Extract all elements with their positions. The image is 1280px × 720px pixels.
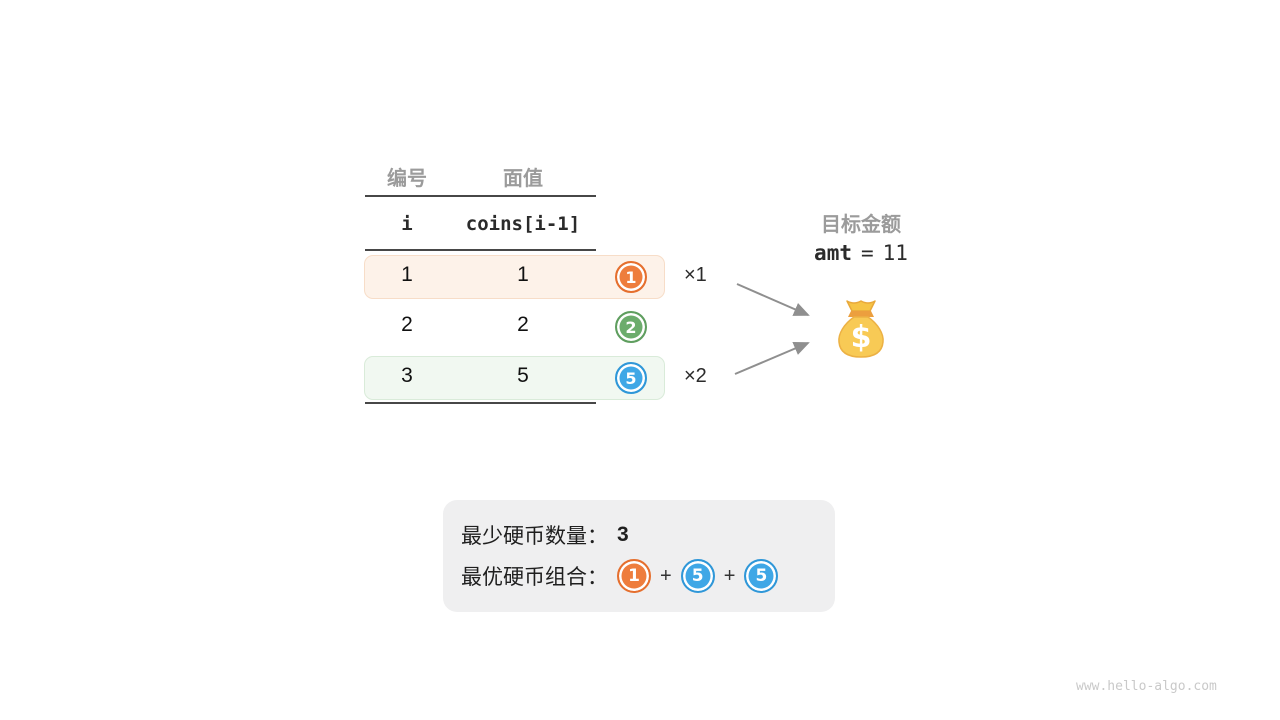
row-highlight-coin1 (364, 255, 665, 299)
watermark: www.hello-algo.com (1076, 679, 1217, 694)
plus-sign: + (723, 564, 736, 587)
coin-2-icon: 2 (615, 311, 647, 343)
plus-sign: + (660, 564, 672, 587)
arrow-coin1-icon (736, 283, 810, 316)
result-box (443, 500, 835, 612)
min-coin-count-value: 3 (617, 523, 629, 546)
table-divider-middle (365, 249, 596, 251)
combo-coin-1-icon: 1 (617, 559, 651, 593)
target-amount-title: 目标金额 (821, 214, 901, 236)
subheader-i: i (401, 213, 413, 235)
combo-coin-1-label: 1 (628, 566, 640, 586)
dollar-sign: $ (851, 320, 872, 355)
combo-coin-2-icon: 5 (680, 559, 715, 593)
multiplier-x2: ×2 (684, 365, 707, 387)
column-header-value: 面值 (503, 168, 543, 190)
coin-1-icon: 1 (615, 261, 647, 293)
coin-1-label: 1 (625, 267, 637, 287)
row1-index: 1 (401, 263, 413, 286)
coin-5-icon: 5 (615, 362, 647, 394)
combo-coin-3-icon: 5 (744, 559, 779, 593)
arrow-coin5-icon (734, 342, 810, 375)
row3-index: 3 (401, 364, 413, 387)
optimal-combo-line: 最优硬币组合： 1 + 5 + 5 (461, 558, 779, 594)
amt-variable: amt (814, 241, 852, 265)
multiplier-x1: ×1 (684, 264, 707, 286)
row3-value: 5 (517, 364, 529, 387)
combo-coin-2-label: 5 (691, 566, 704, 586)
min-coin-count-label: 最少硬币数量： (461, 525, 608, 548)
subheader-coins: coins[i-1] (465, 213, 581, 235)
column-header-number: 编号 (387, 168, 427, 190)
row-highlight-coin5 (364, 356, 665, 400)
money-bag-icon: $ (838, 300, 884, 358)
coin-2-label: 2 (625, 317, 637, 337)
min-coin-count-line: 最少硬币数量： 3 (461, 518, 629, 552)
table-divider-bottom (365, 402, 596, 404)
amt-value: 11 (882, 241, 908, 265)
coin-5-label: 5 (625, 368, 637, 388)
row2-index: 2 (401, 313, 413, 336)
arrows-to-money-bag (734, 283, 810, 375)
equals-sign: = (860, 241, 874, 265)
row1-value: 1 (517, 263, 529, 286)
target-amount-formula: amt = 11 (771, 241, 951, 265)
combo-coin-3-label: 5 (755, 566, 768, 586)
row2-value: 2 (517, 313, 529, 336)
table-divider-top (365, 195, 596, 197)
optimal-combo-label: 最优硬币组合： (461, 566, 608, 589)
